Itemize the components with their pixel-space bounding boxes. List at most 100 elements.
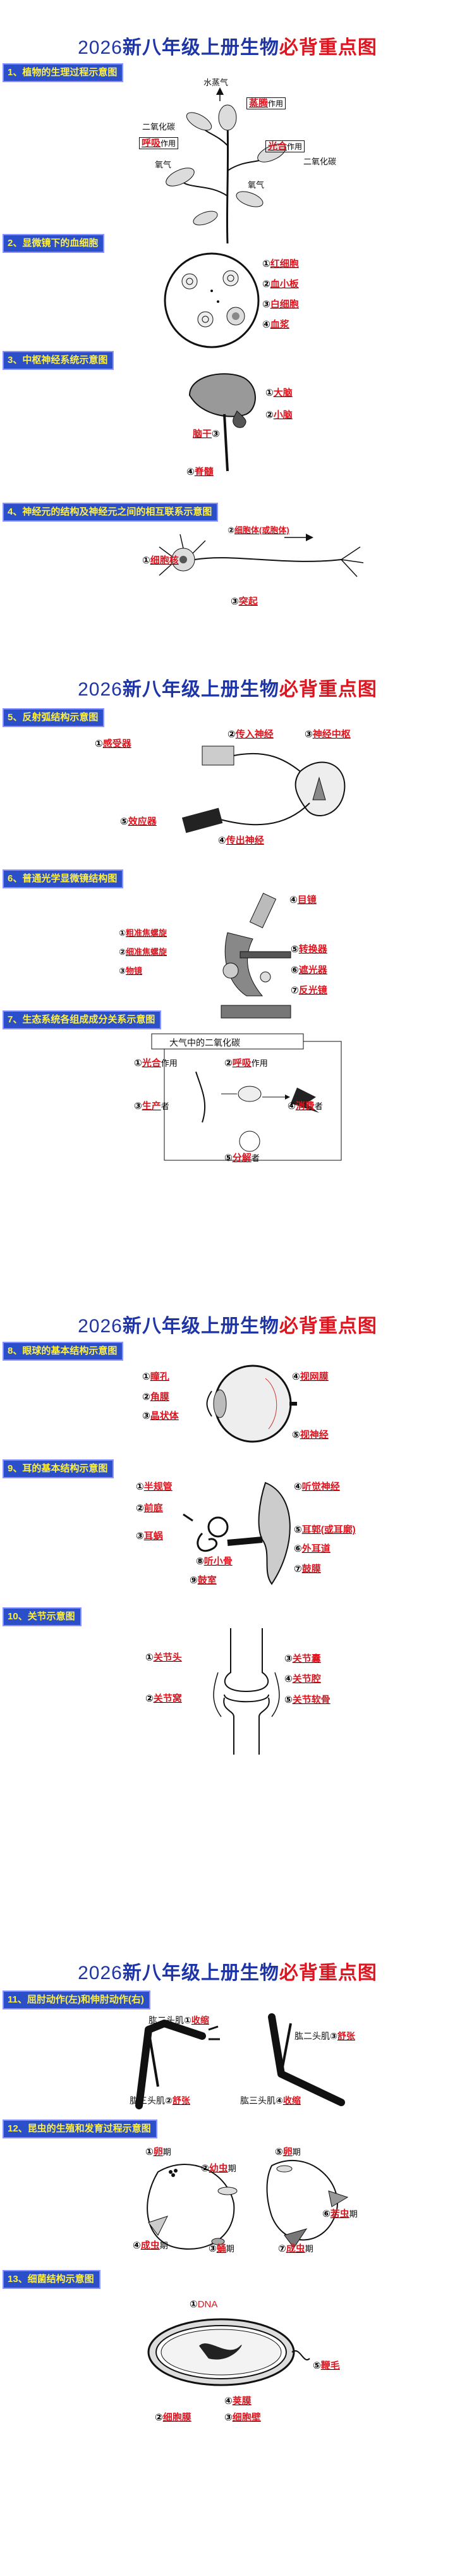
ear-label-3: ③耳蜗 [136, 1531, 163, 1542]
page-1: 2026新八年级上册生物必背重点图 1、植物的生理过程示意图 水蒸气 蒸腾作用 … [0, 0, 455, 639]
ear-label-6: ⑥外耳道 [294, 1543, 331, 1554]
insect-label-6: ⑥若虫期 [322, 2209, 358, 2219]
neuron-illustration [159, 534, 364, 577]
eco-label-5: ⑤分解者 [224, 1153, 260, 1163]
section-heading: 10、关节示意图 [3, 1607, 82, 1626]
blood-label-3: ③白细胞 [262, 299, 299, 310]
section-heading: 12、昆虫的生殖和发育过程示意图 [3, 2119, 157, 2138]
insect-label-3: ③蛹期 [209, 2243, 234, 2254]
insect-incomplete-cycle [266, 2160, 349, 2248]
triceps-right-label: 肱三头肌④收缩 [240, 2095, 301, 2106]
cns-label-4: ④脊髓 [186, 467, 214, 477]
reflex-label-1: ①感受器 [95, 739, 131, 749]
o2-right-label: 氧气 [248, 180, 265, 190]
page-3: 2026新八年级上册生物必背重点图 8、眼球的基本结构示意图 ①瞳孔 ④视网膜 … [0, 1284, 455, 1916]
microscope-label-1: ①粗准焦螺旋 [119, 928, 167, 938]
section-heading: 9、耳的基本结构示意图 [3, 1459, 114, 1478]
page-title: 2026新八年级上册生物必背重点图 [78, 1963, 377, 1984]
joint-label-4: ④关节腔 [284, 1674, 321, 1684]
bacteria-label-5: ⑤鞭毛 [313, 2360, 340, 2371]
section-heading: 8、眼球的基本结构示意图 [3, 1342, 124, 1361]
eco-label-2: ②呼吸作用 [224, 1058, 268, 1069]
microscope-label-6: ⑥遮光器 [291, 965, 327, 976]
ear-label-2: ②前庭 [136, 1503, 163, 1514]
o2-left-label: 氧气 [155, 160, 172, 169]
bacteria-label-4: ④荚膜 [224, 2396, 252, 2407]
cns-label-3: 脑干③ [193, 429, 220, 439]
blood-cells-illustration [164, 252, 260, 348]
eye-label-2: ②角膜 [142, 1392, 169, 1402]
bacterium-illustration [147, 2318, 310, 2386]
co2-right-label: 二氧化碳 [303, 157, 337, 166]
insect-label-1: ①卵期 [145, 2147, 171, 2157]
bacteria-label-1: ①DNA [190, 2299, 218, 2310]
microscope-label-5: ⑤转换器 [291, 944, 327, 955]
section-heading: 13、细菌结构示意图 [3, 2270, 100, 2289]
eco-label-3: ③生产者 [134, 1101, 169, 1112]
co2-left-label: 二氧化碳 [142, 122, 176, 132]
ear-label-7: ⑦鼓膜 [294, 1564, 321, 1574]
section-heading: 1、植物的生理过程示意图 [3, 63, 124, 82]
insect-complete-cycle [147, 2164, 238, 2250]
respiration-label: 呼吸作用 [139, 136, 179, 149]
flexion-arm-illustration [135, 2020, 220, 2109]
ear-label-1: ①半规管 [136, 1481, 173, 1492]
cns-label-1: ①大脑 [265, 388, 293, 398]
microscope-label-7: ⑦反光镜 [291, 985, 327, 996]
evaporation-label: 蒸腾作用 [246, 96, 286, 109]
cns-label-2: ②小脑 [265, 410, 293, 420]
ear-label-8: ⑧听小骨 [196, 1556, 233, 1567]
reflex-arc-illustration [181, 745, 346, 833]
joint-label-1: ①关节头 [145, 1652, 182, 1663]
extension-arm-illustration [268, 2013, 345, 2106]
section-heading: 5、反射弧结构示意图 [3, 708, 105, 727]
eyeball-illustration [206, 1365, 297, 1443]
microscope-label-2: ②细准焦螺旋 [119, 947, 167, 957]
blood-label-2: ②血小板 [262, 279, 299, 290]
eye-label-4: ④视网膜 [292, 1371, 329, 1382]
page-title: 2026新八年级上册生物必背重点图 [78, 1316, 377, 1337]
eco-top-label: 大气中的二氧化碳 [169, 1038, 240, 1048]
eco-label-1: ①光合作用 [134, 1058, 178, 1069]
joint-illustration [213, 1628, 280, 1755]
ear-label-5: ⑤耳郭(或耳廓) [294, 1524, 356, 1535]
microscope-label-4: ④目镜 [289, 895, 317, 905]
biceps-right-label: 肱二头肌③舒张 [294, 2031, 355, 2041]
plant-illustration [166, 87, 286, 244]
insect-label-4: ④成虫期 [133, 2240, 168, 2251]
reflex-label-3: ③神经中枢 [305, 729, 351, 740]
bacteria-label-3: ③细胞壁 [224, 2412, 261, 2423]
ecosystem-frame [151, 1033, 342, 1161]
ear-label-9: ⑨鼓室 [190, 1575, 217, 1586]
page-title: 2026新八年级上册生物必背重点图 [78, 37, 377, 58]
photosynthesis-label: 光合作用 [265, 139, 305, 152]
section-heading: 3、中枢神经系统示意图 [3, 351, 114, 370]
insect-label-2: ②幼虫期 [201, 2163, 236, 2174]
bacteria-label-2: ②细胞膜 [155, 2412, 191, 2423]
eye-label-3: ③晶状体 [142, 1411, 179, 1421]
blood-label-4: ④血浆 [262, 319, 289, 330]
eco-label-4: ④消费者 [288, 1101, 323, 1112]
section-heading: 2、显微镜下的血细胞 [3, 234, 105, 253]
insect-label-7: ⑦成虫期 [278, 2243, 313, 2254]
water-vapor-label: 水蒸气 [203, 78, 229, 87]
reflex-label-4: ④传出神经 [218, 835, 264, 846]
eye-label-1: ①瞳孔 [142, 1371, 169, 1382]
blood-label-1: ①红细胞 [262, 259, 299, 269]
microscope-label-3: ③物镜 [119, 966, 143, 976]
joint-label-2: ②关节窝 [145, 1693, 182, 1704]
joint-label-3: ③关节囊 [284, 1653, 321, 1664]
eye-label-5: ⑤视神经 [292, 1430, 329, 1440]
ear-label-4: ④听觉神经 [294, 1481, 340, 1492]
neuron-label-2: ②细胞体(或胞体) [228, 525, 289, 535]
reflex-label-5: ⑤效应器 [120, 816, 157, 827]
triceps-left-label: 肱三头肌②舒张 [130, 2095, 190, 2106]
section-heading: 4、神经元的结构及神经元之间的相互联系示意图 [3, 503, 219, 522]
page-title: 2026新八年级上册生物必背重点图 [78, 679, 377, 700]
biceps-left-label: 肱二头肌①收缩 [149, 2015, 209, 2025]
reflex-label-2: ②传入神经 [228, 729, 274, 740]
neuron-label-3: ③突起 [231, 596, 258, 607]
page-2: 2026新八年级上册生物必背重点图 5、反射弧结构示意图 ①感受器 ②传入神经 … [0, 645, 455, 1277]
brain-spinal-cord-illustration [188, 373, 256, 472]
page-4: 2026新八年级上册生物必背重点图 11、屈肘动作(左)和伸肘动作(右) 肱二头… [0, 1929, 455, 2576]
